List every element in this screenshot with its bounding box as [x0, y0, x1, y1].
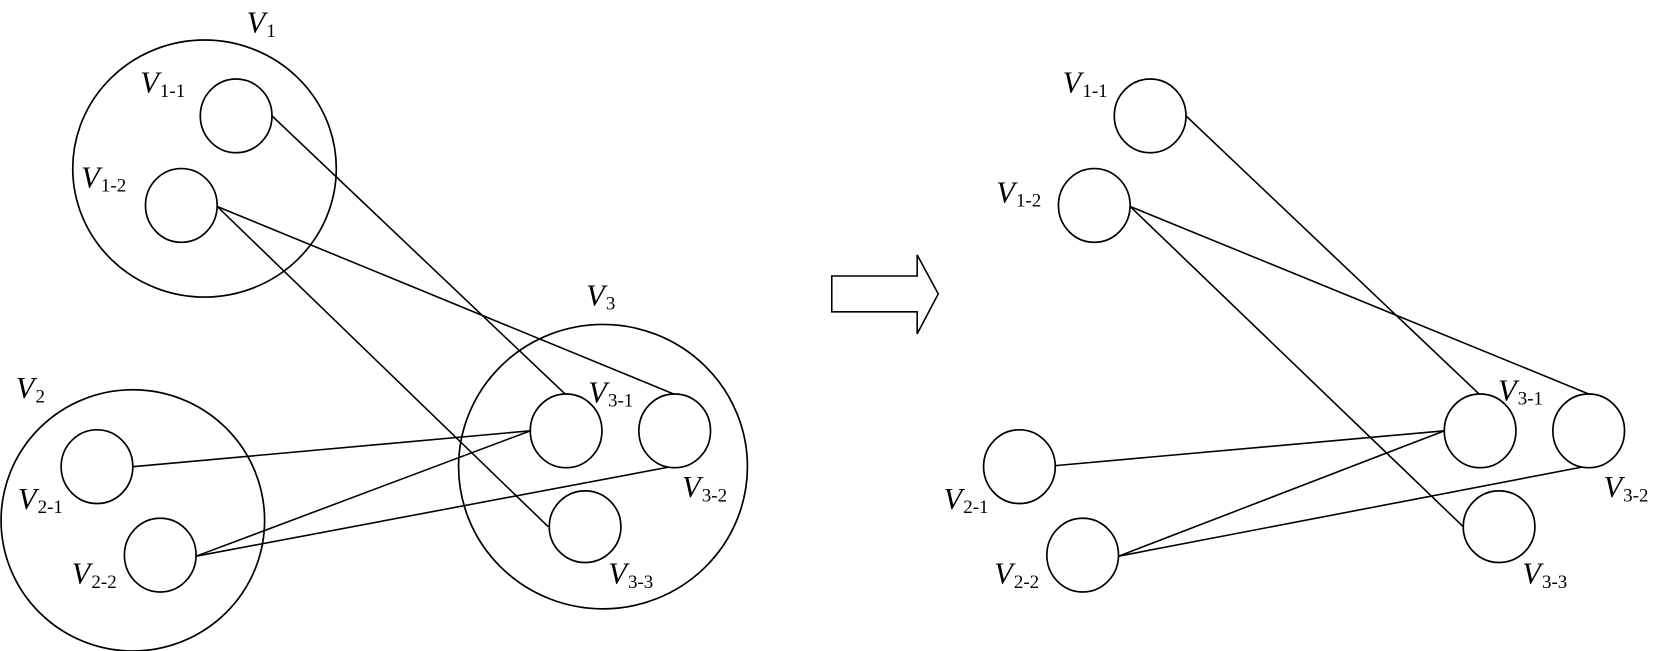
node-v3-3 [548, 490, 622, 564]
group-v1 [71, 39, 338, 298]
node-v1-2 [1057, 167, 1131, 244]
node-v2-1 [60, 428, 134, 505]
node-v2-2 [123, 517, 197, 593]
edge-v1-2-v3-2 [216, 205, 674, 395]
label-v3-1: V3-1 [1498, 373, 1543, 409]
transform-arrow-icon [830, 254, 940, 335]
before-graph: V1 V2 V3 V1-1 V1-2 V2-1 V2-2 V3-1 V3-2 V… [0, 6, 749, 651]
edge-v1-1-v3-1 [1185, 115, 1480, 395]
label-v2-2: V2-2 [994, 557, 1039, 593]
node-v1-1 [199, 78, 273, 154]
node-v3-1 [529, 393, 603, 469]
edge-v1-2-v3-3 [216, 205, 549, 528]
node-v2-1 [982, 428, 1057, 505]
node-v2-2 [1045, 517, 1120, 593]
label-v3: V3 [586, 278, 615, 314]
node-v3-1 [1443, 393, 1517, 469]
edge-v2-2-v3-1 [1118, 430, 1445, 557]
node-v3-2 [638, 393, 712, 469]
group-v3 [457, 323, 749, 610]
edge-v2-1-v3-1 [1055, 430, 1445, 467]
edge-v2-2-v3-2 [1118, 464, 1590, 557]
label-v1-2: V1-2 [996, 175, 1041, 211]
label-v1-1: V1-1 [140, 66, 185, 102]
label-v1-2: V1-2 [81, 161, 126, 197]
label-v2-1: V2-1 [944, 482, 989, 518]
label-v3-3: V3-3 [608, 557, 653, 593]
label-v3-2: V3-2 [682, 470, 727, 506]
edge-v1-1-v3-1 [271, 115, 566, 395]
group-v2 [0, 388, 266, 651]
label-v2: V2 [16, 371, 45, 407]
label-v3-3: V3-3 [1522, 557, 1567, 593]
edge-v2-2-v3-2 [195, 464, 677, 557]
after-graph: V1-1 V1-2 V2-1 V2-2 V3-1 V3-2 V3-3 [944, 66, 1648, 593]
node-v1-2 [144, 167, 219, 244]
label-v3-2: V3-2 [1603, 470, 1648, 506]
label-v2-2: V2-2 [72, 557, 117, 593]
node-v3-2 [1552, 393, 1626, 469]
label-v1-1: V1-1 [1063, 66, 1108, 102]
edge-v1-2-v3-2 [1129, 205, 1589, 395]
node-v3-3 [1462, 490, 1536, 564]
label-v3-1: V3-1 [588, 375, 633, 411]
edge-v2-2-v3-1 [195, 430, 531, 557]
edge-v2-1-v3-1 [132, 430, 531, 468]
node-v1-1 [1113, 78, 1187, 154]
label-v1: V1 [247, 6, 276, 42]
edge-v1-2-v3-3 [1129, 205, 1464, 528]
label-v2-1: V2-1 [18, 482, 63, 518]
